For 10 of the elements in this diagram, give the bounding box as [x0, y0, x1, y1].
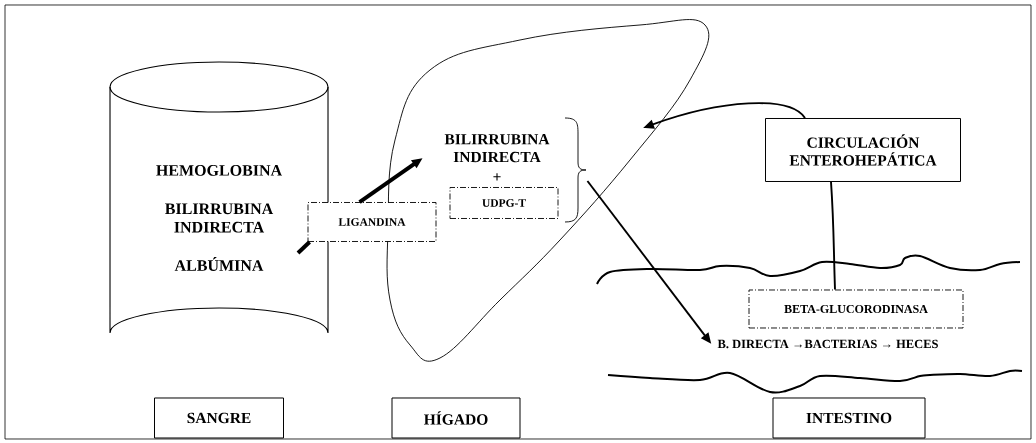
label-box: HÍGADO	[391, 397, 521, 439]
label-box: INTESTINO	[772, 397, 926, 439]
label-box: SANGRE	[154, 397, 284, 439]
text-box: CIRCULACIÓN ENTEROHEPÁTICA	[765, 118, 961, 182]
node-text: BILIRRUBINA INDIRECTA +	[444, 134, 550, 181]
dashed-box: LIGANDINA	[307, 202, 437, 242]
node-text: B. DIRECTA →BACTERIAS → HECES	[717, 339, 938, 349]
dashed-box: BETA-GLUCORODINASA	[748, 289, 964, 329]
dashed-box: UDPG-T	[449, 187, 559, 219]
cylinder: HEMOGLOBINA BILIRRUBINA INDIRECTA ALBÚMINA	[109, 61, 329, 334]
